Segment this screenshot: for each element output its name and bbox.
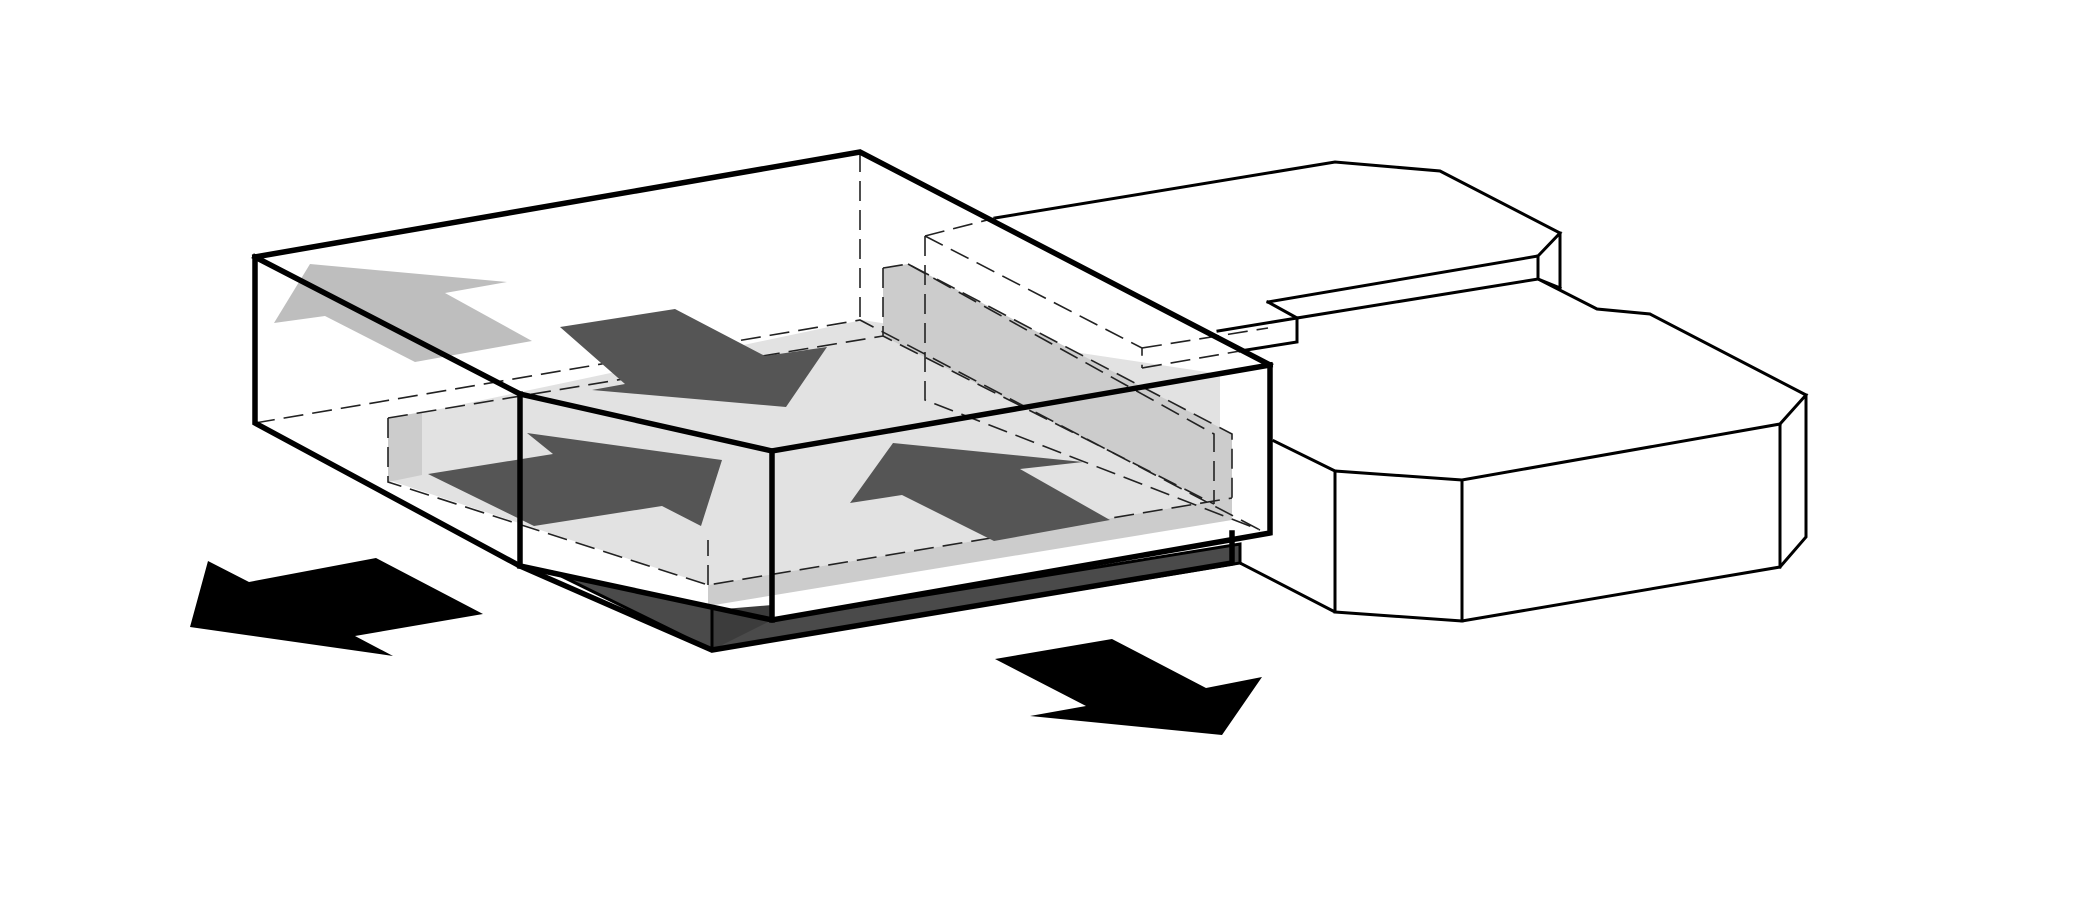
arrow-black-outer-left	[190, 558, 483, 656]
arrow-dark-lower-left	[428, 433, 722, 526]
glass-box	[251, 149, 1274, 653]
rear-upper-wing	[993, 160, 1563, 353]
arrow-light-upper-left	[274, 264, 532, 362]
front-lower-wing	[1232, 276, 1809, 623]
inner-wall-left	[388, 412, 422, 482]
arrow-dark-upper-center	[560, 309, 827, 407]
inner-base-band	[708, 498, 1232, 606]
arrow-black-outer-right	[995, 639, 1262, 735]
box-outline	[251, 149, 1274, 653]
arrow-dark-lower-right	[850, 443, 1110, 541]
inner-wall-back	[883, 264, 1232, 504]
